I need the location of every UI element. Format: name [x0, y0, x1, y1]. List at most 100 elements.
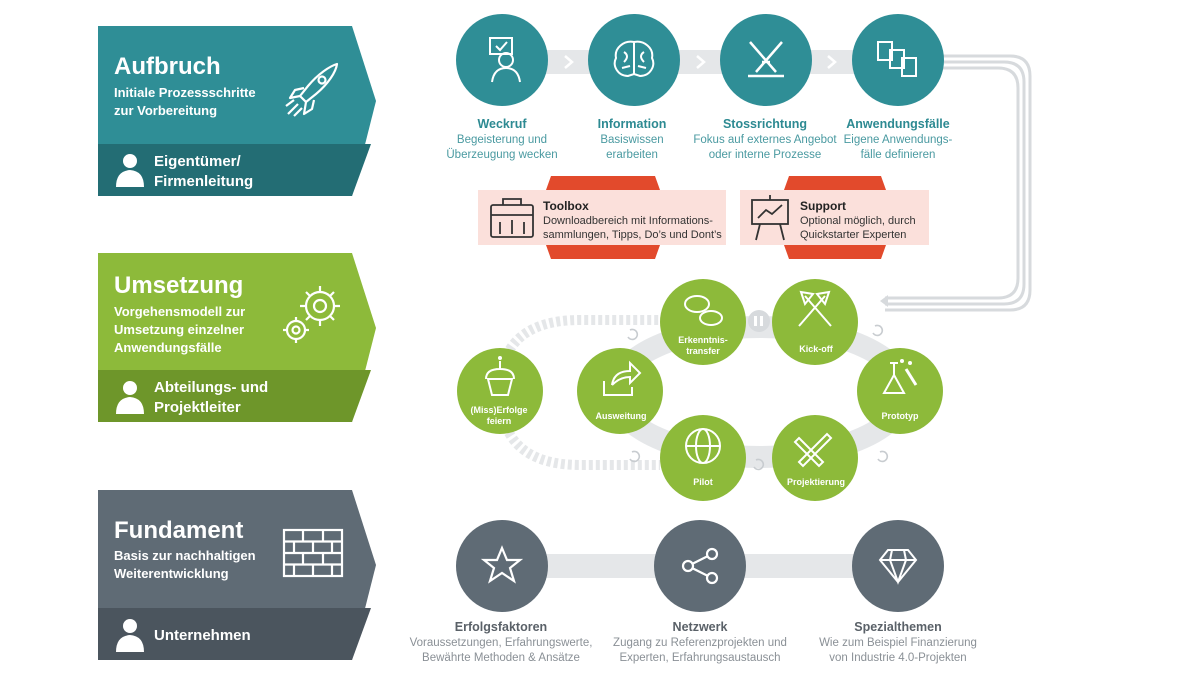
subtitle-line: Vorgehensmodell zur [114, 304, 246, 319]
label-line: transfer [686, 346, 720, 356]
toolbox-icon [490, 198, 534, 238]
subtitle-line: Anwendungsfälle [114, 340, 222, 355]
crossed-swords-icon [748, 41, 784, 78]
toolbox-title: Toolbox [543, 199, 589, 213]
step-title-erfolgsfaktoren: Erfolgsfaktoren [454, 620, 548, 634]
label-line: Pilot [693, 477, 713, 487]
desc-line: Downloadbereich mit Informations- [543, 215, 713, 227]
stage-role-umsetzung: Abteilungs- und Projektleiter [154, 378, 314, 418]
return-arrowhead [880, 295, 888, 307]
desc-line: Begeisterung und [456, 134, 548, 146]
subtitle-line: zur Vorbereitung [114, 103, 218, 118]
step-desc-information: Basiswissen erarbeiten [547, 133, 717, 163]
role-line: Eigentümer/ [154, 153, 241, 170]
share-arrow-icon [603, 360, 642, 396]
stage-subtitle-aufbruch: Initiale Prozessschritte zur Vorbereitun… [114, 84, 284, 120]
step-title-netzwerk: Netzwerk [672, 620, 728, 634]
step-desc-erfolgsfaktoren: Voraussetzungen, Erfahrungswerte, Bewähr… [401, 636, 601, 666]
cycle-label-ausweitung: Ausweitung [581, 411, 661, 422]
support-desc: Optional möglich, durch Quickstarter Exp… [800, 214, 990, 242]
desc-line: erarbeiten [606, 149, 658, 161]
top-connector-band [500, 50, 900, 74]
cycle-label-projektierung: Projektierung [776, 477, 856, 488]
label-line: Kick-off [799, 344, 833, 354]
desc-line: Eigene Anwendungs- [843, 134, 953, 146]
subtitle-line: Initiale Prozessschritte [114, 85, 256, 100]
step-circle [720, 14, 812, 106]
cycle-label-erkenntnistransfer: Erkenntnis- transfer [663, 335, 743, 357]
top-connector-arrows [564, 55, 837, 69]
desc-line: Wie zum Beispiel Finanzierung [819, 637, 977, 649]
desc-line: Fokus auf externes Angebot [693, 134, 837, 146]
cycle-label-pilot: Pilot [663, 477, 743, 488]
step-desc-netzwerk: Zugang zu Referenzprojekten und Experten… [600, 636, 800, 666]
label-line: Ausweitung [595, 411, 647, 421]
desc-line: Quickstarter Experten [800, 229, 907, 241]
star-icon [480, 545, 524, 584]
stage-title-fundament: Fundament [114, 517, 244, 544]
step-title-anwendungsfaelle: Anwendungsfälle [846, 117, 950, 131]
stage-title-umsetzung: Umsetzung [114, 272, 244, 299]
stage-box-fundament [98, 490, 376, 660]
cupcake-icon [485, 356, 515, 396]
step-desc-weckruf: Begeisterung und Überzeugung wecken [417, 133, 587, 163]
toolbox-desc: Downloadbereich mit Informations- sammlu… [543, 214, 733, 242]
step-desc-spezialthemen: Wie zum Beispiel Finanzierung von Indust… [798, 636, 998, 666]
label-line: Prototyp [881, 411, 919, 421]
return-path-lines [885, 54, 1032, 312]
label-line: Projektierung [786, 477, 845, 487]
step-desc-stossrichtung: Fokus auf externes Angebot oder interne … [680, 133, 850, 163]
desc-line: oder interne Prozesse [708, 149, 822, 161]
cycle-circle [660, 279, 746, 365]
desc-line: sammlungen, Tipps, Do’s und Dont’s [543, 229, 722, 241]
cycle-label-prototyp: Prototyp [860, 411, 940, 422]
step-title-stossrichtung: Stossrichtung [722, 117, 808, 131]
cycle-circle [772, 415, 858, 501]
subtitle-line: Umsetzung einzelner [114, 322, 245, 337]
desc-line: Experten, Erfahrungsaustausch [619, 652, 781, 664]
step-circle [456, 14, 548, 106]
cycle-circle [660, 415, 746, 501]
role-line: Unternehmen [154, 627, 251, 644]
subtitle-line: Basis zur nachhaltigen [114, 548, 256, 563]
person-icon [116, 154, 144, 187]
label-line: (Miss)Erfolge [470, 405, 528, 415]
presentation-board-icon [751, 195, 789, 241]
person-icon [116, 619, 144, 652]
numbered-documents-icon [877, 41, 917, 77]
desc-line: Voraussetzungen, Erfahrungswerte, [409, 637, 593, 649]
stage-title-aufbruch: Aufbruch [114, 53, 221, 80]
label-line: Erkenntnis- [678, 335, 728, 345]
step-circle [588, 14, 680, 106]
brain-icon [613, 40, 655, 78]
step-circle [852, 14, 944, 106]
desc-line: Überzeugung wecken [446, 149, 558, 161]
role-line: Firmenleitung [154, 173, 254, 190]
role-line: Abteilungs- und [154, 379, 269, 396]
gears-icon [283, 286, 340, 343]
desc-line: Basiswissen [600, 134, 664, 146]
step-title-spezialthemen: Spezialthemen [854, 620, 942, 634]
stage-subtitle-umsetzung: Vorgehensmodell zur Umsetzung einzelner … [114, 303, 284, 357]
desc-line: Optional möglich, durch [800, 215, 916, 227]
cycle-circle [457, 348, 543, 434]
cycle-circle [857, 348, 943, 434]
foundation-circle [456, 520, 548, 612]
diamond-icon [878, 549, 918, 585]
desc-line: fälle definieren [860, 149, 936, 161]
person-icon [116, 381, 144, 414]
step-title-information: Information [597, 117, 667, 131]
role-line: Projektleiter [154, 399, 241, 416]
flask-icon [882, 359, 918, 394]
speech-bubbles-icon [684, 295, 723, 326]
cycle-circle [772, 279, 858, 365]
cycle-label-celebrate: (Miss)Erfolge feiern [459, 405, 539, 427]
desc-line: Zugang zu Referenzprojekten und [613, 637, 787, 649]
desc-line: Bewährte Methoden & Ansätze [422, 652, 580, 664]
cycle-refresh-icons [627, 324, 889, 471]
brick-wall-icon [282, 528, 344, 578]
cycle-circle [577, 348, 663, 434]
wake-up-call-icon [489, 37, 521, 83]
pencil-ruler-icon [793, 432, 833, 468]
